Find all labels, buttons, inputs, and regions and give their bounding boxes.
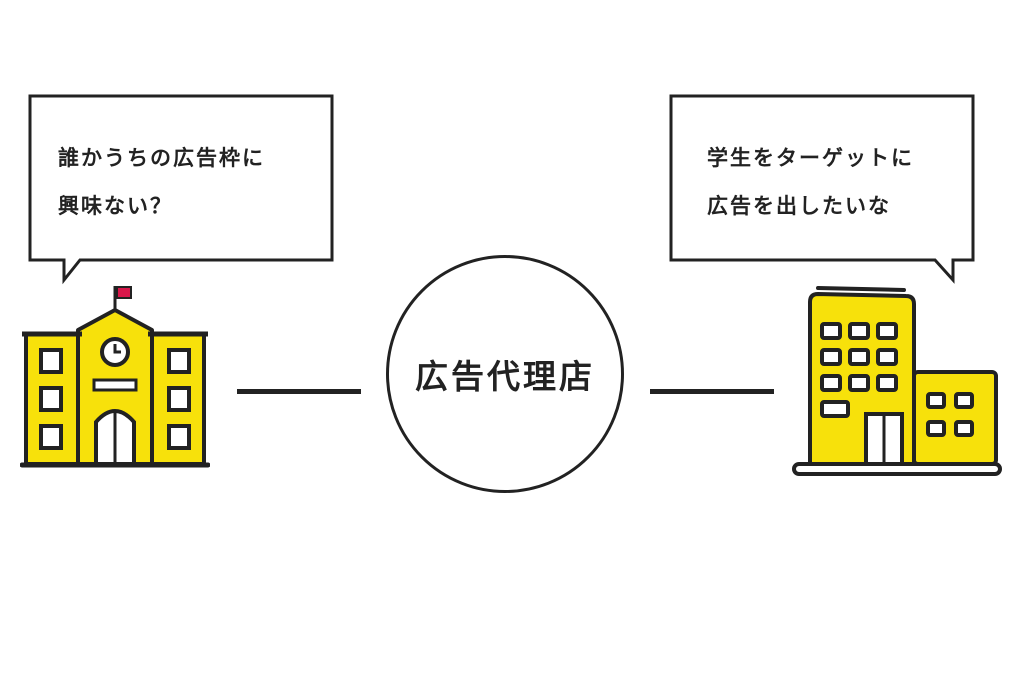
left-bubble-text: 誰かうちの広告枠に 興味ない？ [58,134,265,230]
school-building-icon [19,282,211,472]
left-connector-line [237,389,361,394]
left-bubble-outline [28,94,334,285]
right-bubble-outline [669,94,975,284]
center-circle: 広告代理店 [386,255,624,493]
left-bubble-line-2: 興味ない？ [58,194,173,218]
left-speech-bubble: 誰かうちの広告枠に 興味ない？ [28,94,338,286]
left-bubble-line-1: 誰かうちの広告枠に [58,146,265,170]
office-building-icon [788,282,1006,482]
center-label: 広告代理店 [415,357,595,396]
right-bubble-line-1: 学生をターゲットに [707,146,914,170]
right-bubble-line-2: 広告を出したいな [707,194,891,218]
right-connector-line [650,389,774,394]
right-speech-bubble: 学生をターゲットに 広告を出したいな [669,94,979,286]
right-bubble-text: 学生をターゲットに 広告を出したいな [707,134,914,230]
